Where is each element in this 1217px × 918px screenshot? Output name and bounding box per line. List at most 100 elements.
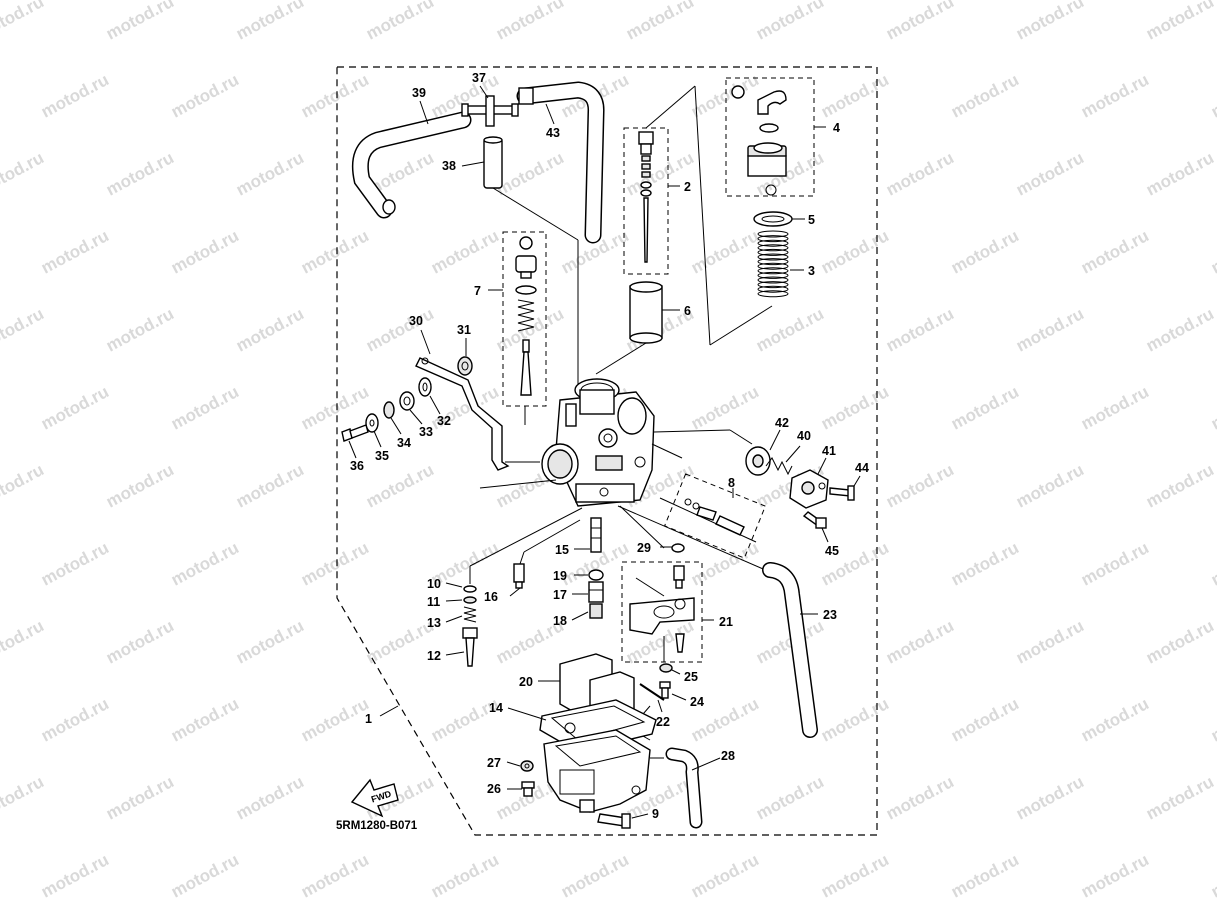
watermark-text: motod.ru <box>1208 850 1217 901</box>
part-label-12: 12 <box>427 649 441 663</box>
part-label-34: 34 <box>397 436 411 450</box>
leader-13 <box>445 615 463 623</box>
watermark-text: motod.ru <box>38 382 112 433</box>
watermark-text: motod.ru <box>168 226 242 277</box>
carburetor-body <box>541 378 655 507</box>
float-bowl <box>543 729 651 813</box>
part-label-16: 16 <box>484 590 498 604</box>
leader-16c <box>509 587 521 597</box>
watermark-text: motod.ru <box>1013 148 1087 199</box>
leader-16 <box>523 519 581 553</box>
leader-38 <box>461 161 485 167</box>
starter-plunger-7 <box>515 236 537 396</box>
watermark-text: motod.ru <box>1013 304 1087 355</box>
watermark-text: motod.ru <box>688 382 762 433</box>
leader-14 <box>507 707 547 721</box>
watermark-text: motod.ru <box>883 0 957 44</box>
watermark-text: motod.ru <box>38 538 112 589</box>
leader-pump-top <box>653 429 731 433</box>
watermark-text: motod.ru <box>233 148 307 199</box>
watermark-text: motod.ru <box>493 0 567 44</box>
leader-pump-mid <box>651 443 683 459</box>
watermark-text: motod.ru <box>1208 538 1217 589</box>
watermark-text: motod.ru <box>753 0 827 44</box>
watermark-text: motod.ru <box>1078 538 1152 589</box>
leader-2-bottom <box>709 305 773 346</box>
watermark-text: motod.ru <box>753 772 827 823</box>
watermark-text: motod.ru <box>1078 382 1152 433</box>
part-label-28: 28 <box>721 749 735 763</box>
spring-coil <box>757 271 789 279</box>
watermark-text: motod.ru <box>948 850 1022 901</box>
leader-10 <box>445 582 463 588</box>
watermark-text: motod.ru <box>948 694 1022 745</box>
needle-jet-15 <box>590 517 602 553</box>
washer-25 <box>659 663 673 673</box>
part-label-33: 33 <box>419 425 433 439</box>
watermark-text: motod.ru <box>168 538 242 589</box>
watermark-text: motod.ru <box>1143 304 1217 355</box>
leader-32 <box>429 395 441 415</box>
jet-needle-2 <box>638 131 654 263</box>
leader-29-top <box>619 505 665 549</box>
watermark-text: motod.ru <box>0 616 47 667</box>
watermark-text: motod.ru <box>818 226 892 277</box>
part-label-10: 10 <box>427 577 441 591</box>
leader-6-down <box>595 342 647 375</box>
leader-pump-top2 <box>729 429 753 445</box>
watermark-text: motod.ru <box>103 148 177 199</box>
leader-43 <box>545 103 555 125</box>
part-label-18: 18 <box>553 614 567 628</box>
part-label-21: 21 <box>719 615 733 629</box>
washer-27 <box>520 760 534 772</box>
watermark-text: motod.ru <box>818 850 892 901</box>
spring-coil <box>757 248 789 256</box>
watermark-text: motod.ru <box>168 382 242 433</box>
watermark-text: motod.ru <box>948 226 1022 277</box>
part-label-20: 20 <box>519 675 533 689</box>
spring-coil <box>757 281 789 289</box>
hose-28 <box>665 747 703 829</box>
part-label-31: 31 <box>457 323 471 337</box>
watermark-text: motod.ru <box>233 616 307 667</box>
pilot-screw-8 <box>684 498 745 536</box>
watermark-text: motod.ru <box>1208 226 1217 277</box>
watermark-text: motod.ru <box>0 148 47 199</box>
assembly-boundary <box>336 66 878 836</box>
watermark-text: motod.ru <box>103 0 177 44</box>
watermark-text: motod.ru <box>168 694 242 745</box>
watermark-text: motod.ru <box>298 70 372 121</box>
watermark-text: motod.ru <box>948 382 1022 433</box>
watermark-text: motod.ru <box>883 616 957 667</box>
main-jet-18 <box>589 603 603 619</box>
part-label-41: 41 <box>822 444 836 458</box>
spring-coil <box>757 258 789 266</box>
watermark-text: motod.ru <box>1208 382 1217 433</box>
watermark-text: motod.ru <box>883 772 957 823</box>
part-label-17: 17 <box>553 588 567 602</box>
leader-30 <box>420 329 431 355</box>
throttle-slide-6 <box>629 281 663 344</box>
leader-22 <box>657 699 663 713</box>
part-label-5: 5 <box>808 213 815 227</box>
watermark-text: motod.ru <box>1013 460 1087 511</box>
part-label-30: 30 <box>409 314 423 328</box>
watermark-text: motod.ru <box>38 694 112 745</box>
watermark-text: motod.ru <box>1013 772 1087 823</box>
spring-40 <box>765 457 793 476</box>
drain-screw-9 <box>597 813 631 829</box>
leader-23-top <box>617 505 771 573</box>
part-label-4: 4 <box>833 121 840 135</box>
leader-36 <box>348 440 357 459</box>
spring-coil <box>757 262 789 270</box>
watermark-text: motod.ru <box>1143 772 1217 823</box>
leader-44 <box>853 475 861 487</box>
washer-5 <box>753 211 793 227</box>
watermark-text: motod.ru <box>38 70 112 121</box>
watermark-text: motod.ru <box>1143 148 1217 199</box>
spring-coil <box>757 290 789 298</box>
diagram-code: 5RM1280-B071 <box>336 820 418 832</box>
screw-45 <box>802 511 827 529</box>
leader-2-top <box>645 85 696 129</box>
